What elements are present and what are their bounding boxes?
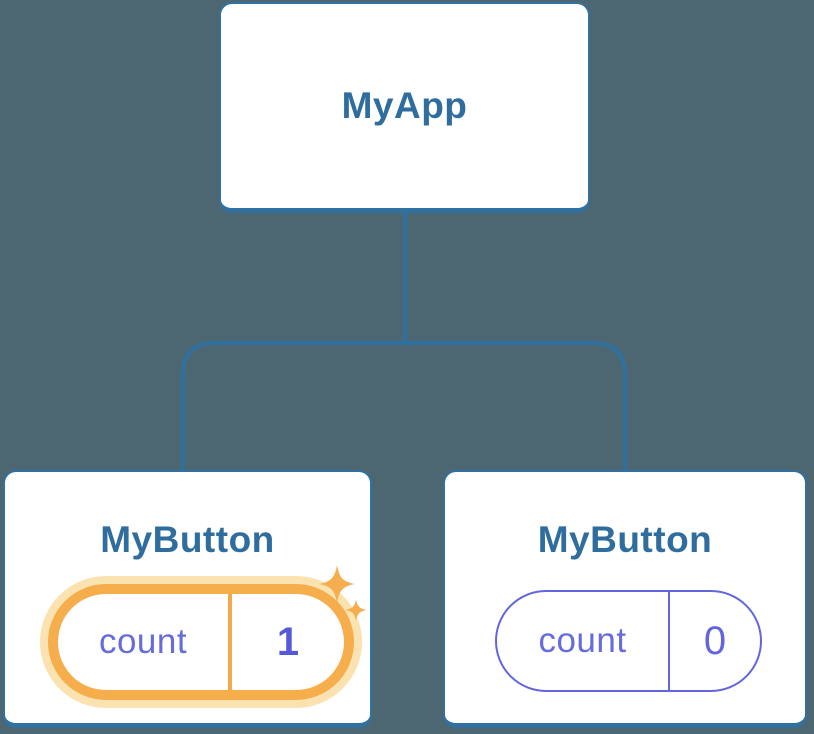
- sparkles-icon: [319, 565, 367, 621]
- children-bracket-line: [181, 341, 627, 470]
- node-myapp: MyApp: [219, 2, 590, 213]
- state-value-label: 0: [668, 592, 760, 690]
- sparkle-large-icon: [319, 565, 355, 603]
- state-pill-highlighted: count 1: [48, 584, 354, 700]
- sparkle-small-icon: [345, 599, 367, 621]
- state-name-label: count: [98, 622, 188, 661]
- state-name-label: count: [538, 621, 627, 660]
- node-mybutton-left-label: MyButton: [100, 519, 275, 560]
- state-value-label: 1: [228, 594, 344, 690]
- node-myapp-label: MyApp: [341, 85, 468, 126]
- node-mybutton-right: MyButton count 0: [443, 470, 807, 728]
- node-mybutton-right-label: MyButton: [537, 519, 713, 560]
- state-pill-plain: count 0: [495, 590, 762, 692]
- node-mybutton-left: MyButton count 1: [3, 470, 372, 728]
